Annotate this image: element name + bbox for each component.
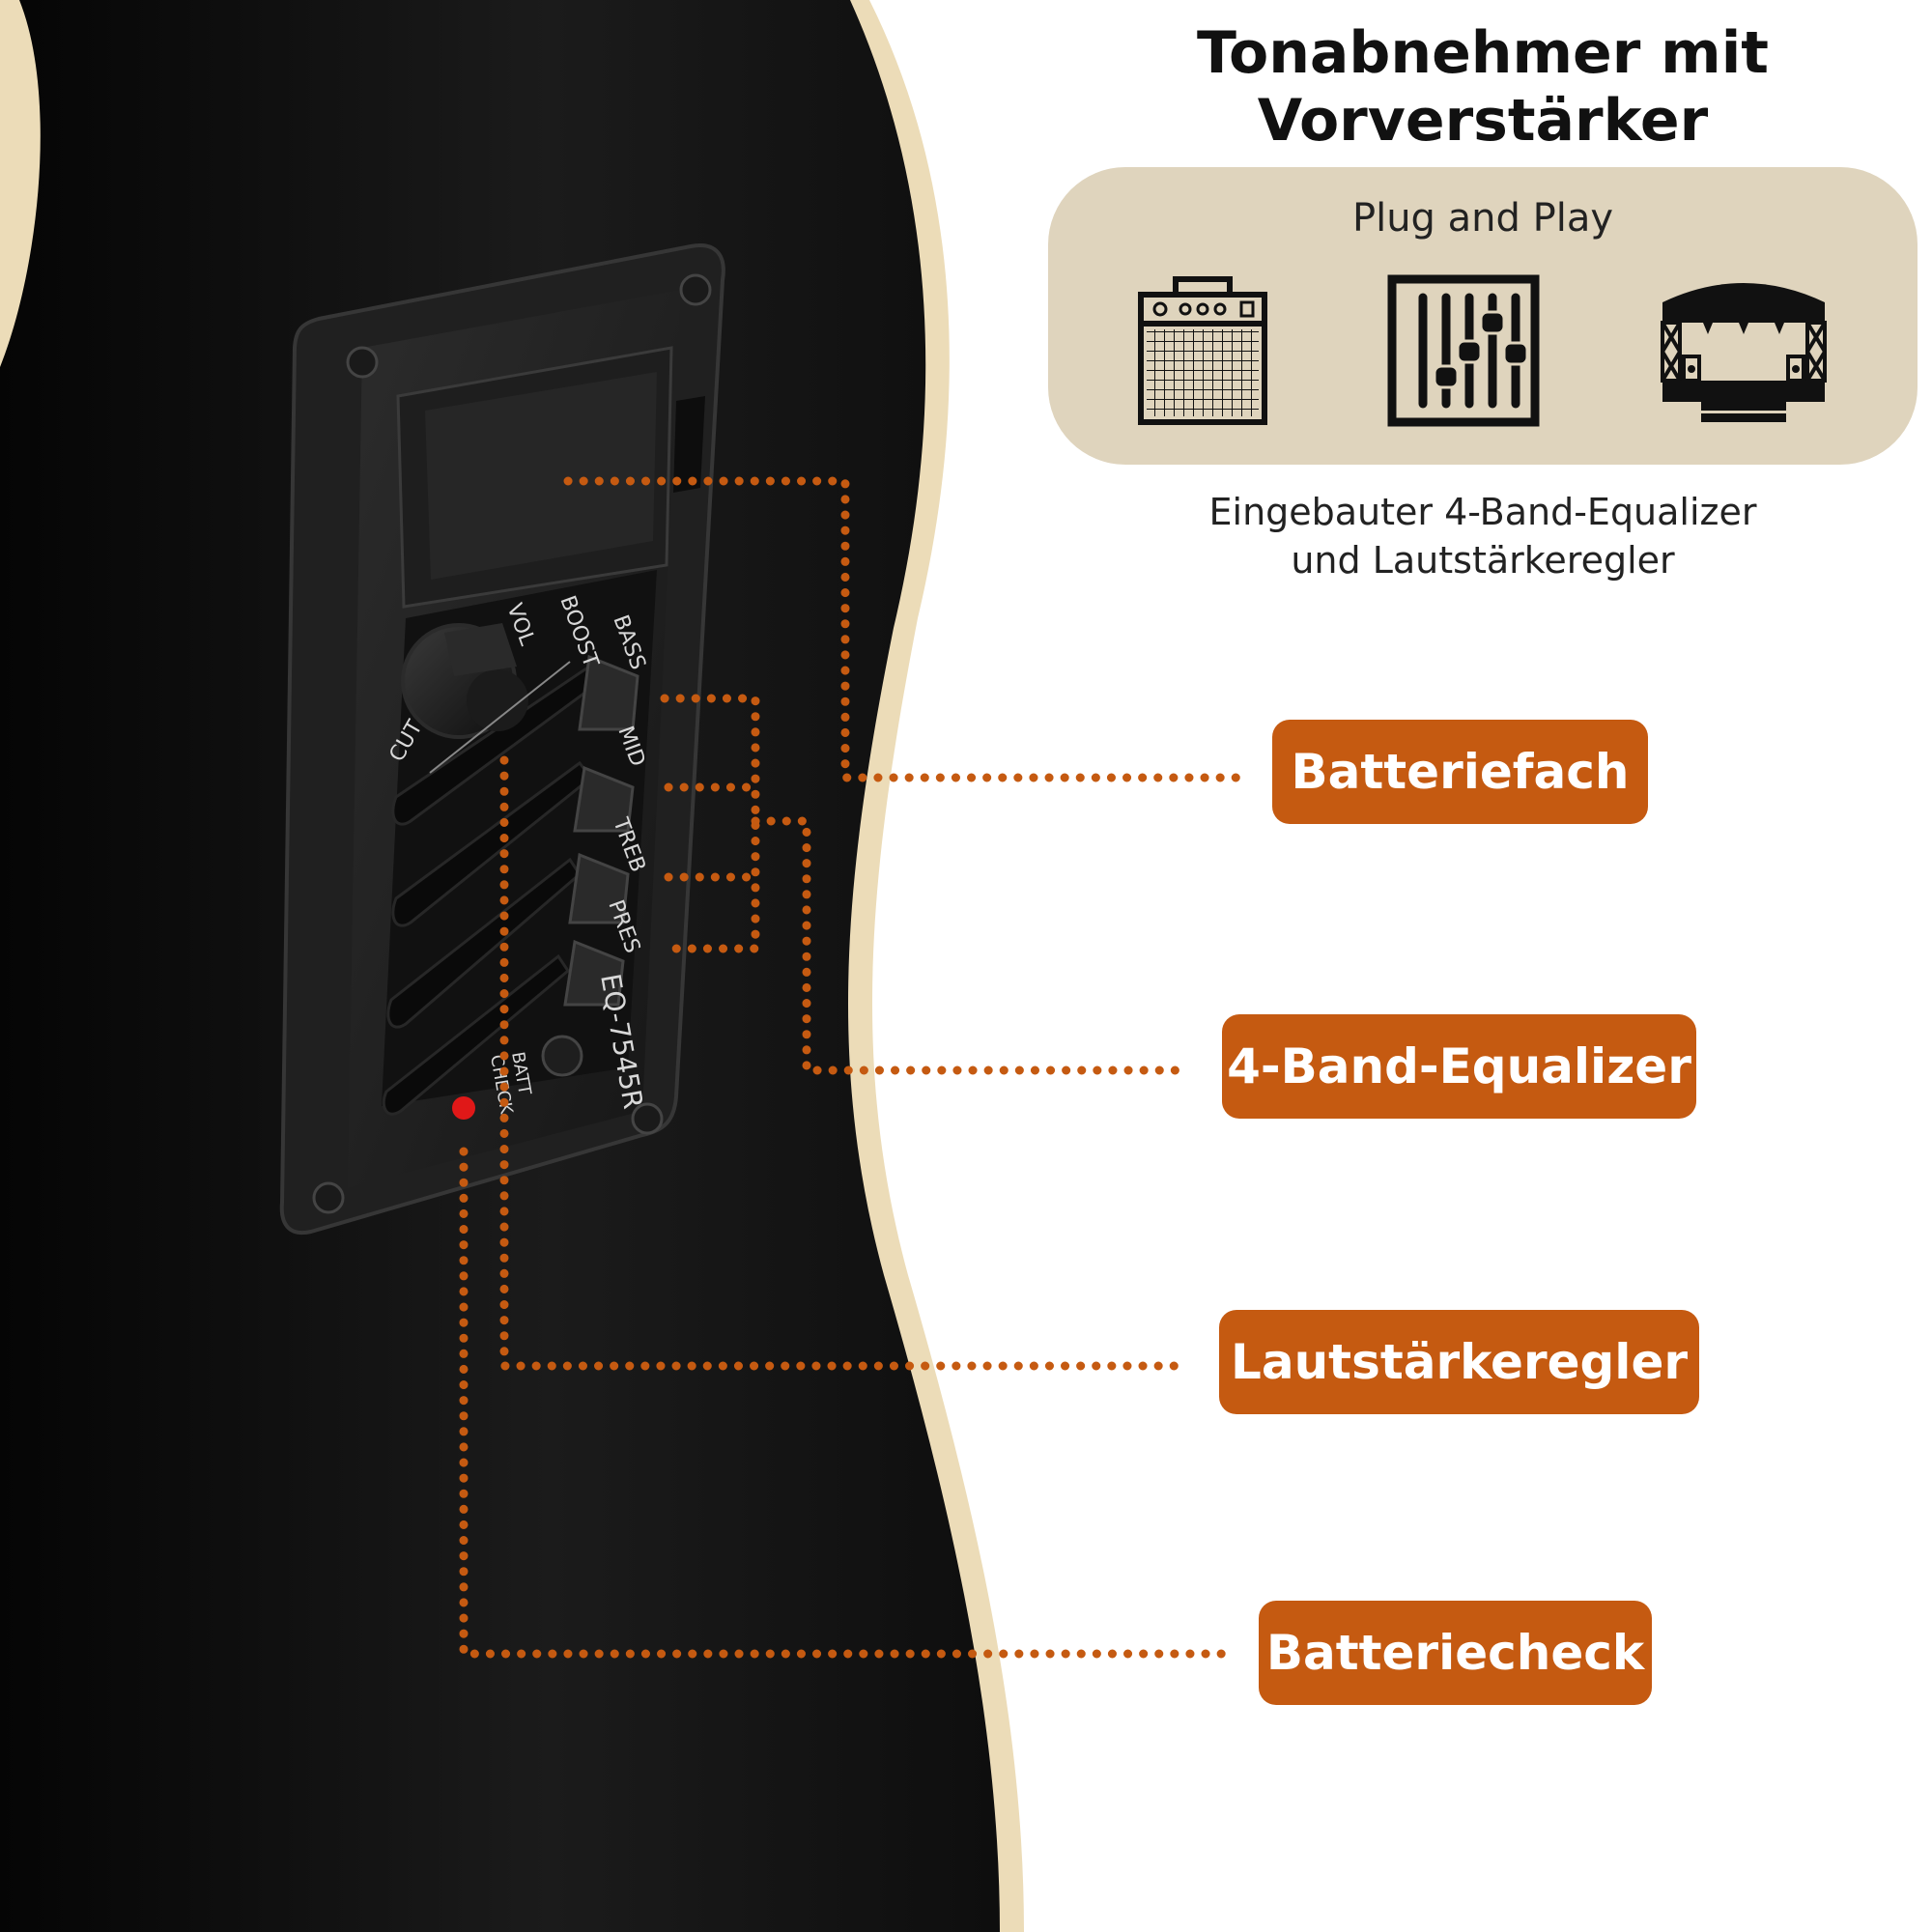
description-line-1: Eingebauter 4-Band-Equalizer [1208, 491, 1757, 533]
title-line-2: Vorverstärker [1257, 87, 1709, 155]
battery-check-button [541, 1035, 583, 1077]
mixer-sliders-icon [1387, 274, 1540, 427]
eq-slider-slots [382, 664, 604, 1116]
callout-batteriefach: Batteriefach [1272, 720, 1648, 824]
battery-led [452, 1096, 475, 1120]
frame-screws [312, 273, 712, 1214]
callout-batteriecheck: Batteriecheck [1259, 1601, 1652, 1705]
callout-4-band-equalizer: 4-Band-Equalizer [1222, 1014, 1696, 1119]
stage-icon [1661, 283, 1827, 422]
volume-knob[interactable] [401, 623, 528, 739]
leader-lautstaerke [499, 755, 1183, 1371]
eq-slider-knobs [563, 654, 639, 1007]
plug-and-play-panel: Plug and Play [1048, 167, 1918, 465]
description-line-2: und Lautstärkeregler [1291, 539, 1675, 582]
leader-lines [459, 476, 1251, 1659]
callout-lautstaerkeregler: Lautstärkeregler [1219, 1310, 1699, 1414]
leader-batteriecheck [459, 1147, 1227, 1659]
leader-batteriefach [563, 476, 1251, 782]
feature-description: Eingebauter 4-Band-Equalizer und Lautstä… [1130, 488, 1835, 584]
panel-subtitle: Plug and Play [1351, 196, 1614, 241]
amplifier-icon [1138, 276, 1267, 425]
page-title: Tonabnehmer mit Vorverstärker [1130, 19, 1835, 155]
title-line-1: Tonabnehmer mit [1197, 19, 1769, 87]
